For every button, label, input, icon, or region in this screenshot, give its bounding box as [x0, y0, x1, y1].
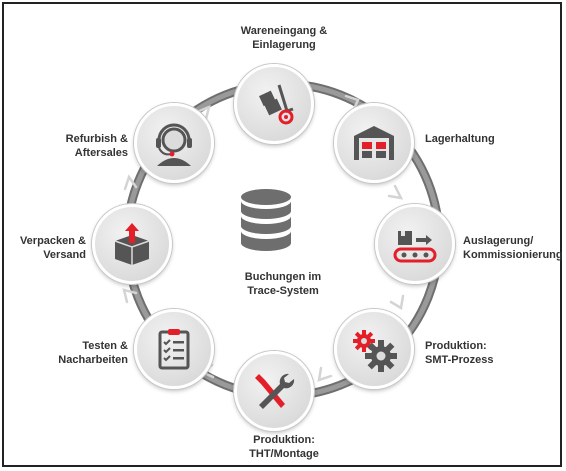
label-auslagerung-line1: Auslagerung/ [463, 235, 534, 247]
checklist-icon [158, 329, 190, 370]
node-wareneingang [234, 64, 314, 144]
node-auslagerung [375, 204, 455, 284]
label-wareneingang-line2: Einlagerung [252, 39, 316, 51]
conveyor-icon [393, 231, 437, 263]
label-wareneingang-line1: Wareneingang & [240, 25, 328, 37]
label-refurbish-line1: Refurbish & [65, 133, 128, 145]
node-tht-montage [234, 351, 314, 431]
node-verpacken [92, 204, 172, 284]
warehouse-icon [354, 126, 394, 160]
label-testen-line1: Testen & [82, 340, 128, 352]
node-refurbish [134, 103, 214, 183]
label-wareneingang: Wareneingang & Einlagerung [236, 24, 332, 52]
database-icon [241, 189, 291, 251]
label-verpacken: Verpacken & Versand [4, 234, 86, 262]
center-label-line2: Trace-System [247, 285, 319, 297]
label-testen-line2: Nacharbeiten [58, 354, 128, 366]
label-tht-montage: Produktion: THT/Montage [236, 433, 332, 461]
label-testen: Testen & Nacharbeiten [48, 339, 128, 367]
hand-truck-icon [259, 84, 294, 125]
label-lagerhaltung: Lagerhaltung [425, 132, 495, 146]
gears-icon [353, 330, 397, 372]
label-tht-montage-line2: THT/Montage [249, 448, 319, 460]
label-verpacken-line1: Verpacken & [19, 235, 86, 247]
label-smt-prozess: Produktion: SMT-Prozess [425, 339, 493, 367]
label-smt-prozess-line2: SMT-Prozess [425, 354, 494, 366]
center-label-line1: Buchungen im [244, 271, 322, 283]
package-icon [114, 223, 150, 265]
node-smt-prozess [334, 309, 414, 389]
tools-icon [255, 373, 295, 409]
label-refurbish-line2: Aftersales [74, 147, 128, 159]
node-lagerhaltung [334, 103, 414, 183]
label-lagerhaltung-line1: Lagerhaltung [425, 133, 495, 145]
label-verpacken-line2: Versand [43, 249, 86, 261]
node-testen [134, 309, 214, 389]
label-refurbish: Refurbish & Aftersales [48, 132, 128, 160]
center-label: Buchungen im Trace-System [227, 270, 339, 298]
label-auslagerung-line2: Kommissionierung [463, 249, 563, 261]
label-smt-prozess-line1: Produktion: [425, 340, 487, 352]
label-tht-montage-line1: Produktion: [253, 434, 315, 446]
label-auslagerung: Auslagerung/ Kommissionierung [463, 234, 563, 262]
headset-agent-icon [156, 123, 192, 166]
